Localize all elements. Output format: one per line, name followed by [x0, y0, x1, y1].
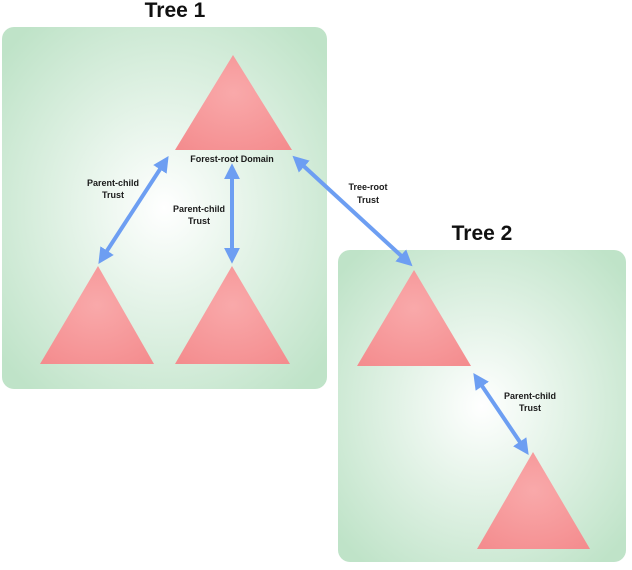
child-domain-left [40, 266, 154, 364]
parent-child-trust-label-tree-2-line-2: Trust [519, 403, 541, 413]
tree-root-trust-label-line-1: Tree-root [348, 182, 387, 192]
tree-2-title: Tree 2 [452, 222, 513, 245]
forest-root-domain [175, 55, 292, 150]
forest-root-label: Forest-root Domain [190, 154, 274, 164]
parent-child-trust-label-left-line-1: Parent-child [87, 178, 139, 188]
tree-1-title: Tree 1 [145, 0, 206, 22]
child-domain-middle [175, 266, 290, 364]
tree-2-child-domain [477, 452, 590, 549]
parent-child-trust-arrow-left [98, 155, 169, 265]
parent-child-trust-label-middle-line-2: Trust [188, 216, 210, 226]
parent-child-trust-label-tree-2-line-1: Parent-child [504, 391, 556, 401]
parent-child-trust-label-left-line-2: Trust [102, 190, 124, 200]
parent-child-trust-label-middle-line-1: Parent-child [173, 204, 225, 214]
tree-2-root-domain [357, 270, 471, 366]
parent-child-trust-arrow-tree-2 [473, 373, 529, 455]
tree-root-trust-label-line-2: Trust [357, 195, 379, 205]
tree-1-panel [2, 27, 327, 389]
tree-root-trust-arrow [292, 155, 413, 267]
tree-2-panel [338, 250, 626, 562]
